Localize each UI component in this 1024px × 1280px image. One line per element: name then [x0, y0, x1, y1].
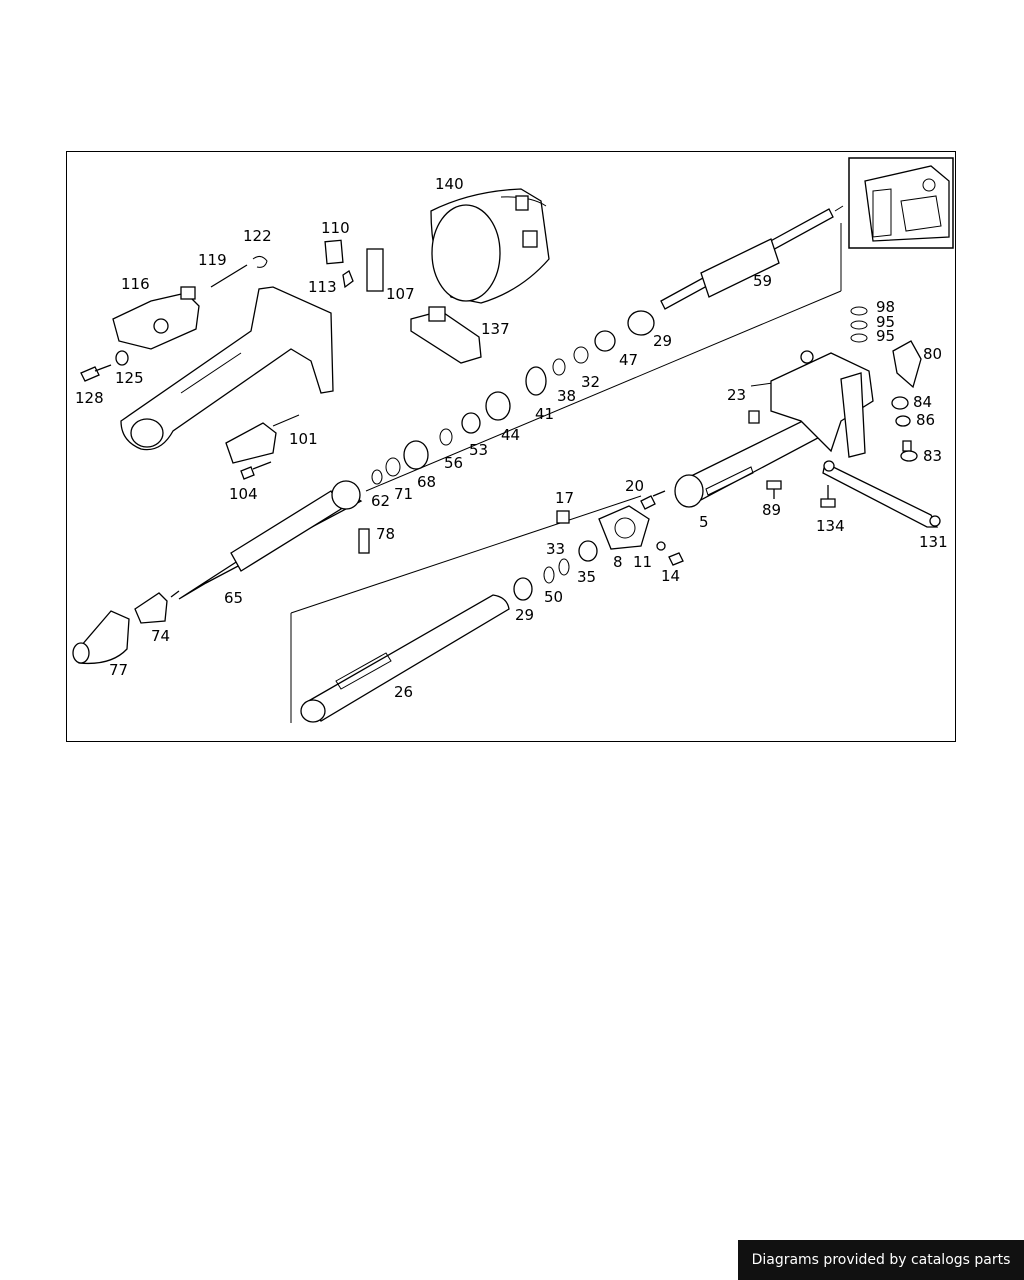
- label-104: 104: [229, 485, 258, 503]
- label-32: 32: [581, 373, 600, 391]
- part-8-flange: [556, 490, 684, 566]
- label-65: 65: [224, 589, 243, 607]
- label-116: 116: [121, 275, 150, 293]
- label-110: 110: [321, 219, 350, 237]
- label-83: 83: [923, 447, 942, 465]
- part-77-boot: [72, 610, 130, 665]
- label-78: 78: [376, 525, 395, 543]
- label-77: 77: [109, 661, 128, 679]
- label-20: 20: [625, 477, 644, 495]
- label-5: 5: [699, 513, 709, 531]
- steering-column-exploded-view: 140 110 122 119 116 113 107 137 125 128 …: [72, 157, 954, 723]
- label-101: 101: [289, 430, 318, 448]
- label-95-a: 95: [876, 313, 895, 331]
- label-74: 74: [151, 627, 170, 645]
- label-125: 125: [115, 369, 144, 387]
- label-38: 38: [557, 387, 576, 405]
- label-95-b: 95: [876, 327, 895, 345]
- part-column-body-upper: [120, 286, 334, 451]
- label-35: 35: [577, 568, 596, 586]
- credit-banner: Diagrams provided by catalogs parts: [738, 1240, 1024, 1280]
- part-131-link: [822, 460, 941, 528]
- label-29-upper: 29: [653, 332, 672, 350]
- label-89: 89: [762, 501, 781, 519]
- label-119: 119: [198, 251, 227, 269]
- lower-small-parts: [513, 540, 598, 601]
- part-74-adapter: [134, 592, 168, 624]
- screws-left: [80, 350, 300, 480]
- label-56: 56: [444, 454, 463, 472]
- label-59: 59: [753, 272, 772, 290]
- label-26: 26: [394, 683, 413, 701]
- label-68: 68: [417, 473, 436, 491]
- label-86: 86: [916, 411, 935, 429]
- part-5-lower-column: [674, 350, 874, 508]
- label-29-lower: 29: [515, 606, 534, 624]
- label-128: 128: [75, 389, 104, 407]
- small-upper-parts: [210, 239, 482, 364]
- parts-diagram-frame: 140 110 122 119 116 113 107 137 125 128 …: [66, 151, 956, 742]
- label-47: 47: [619, 351, 638, 369]
- label-8: 8: [613, 553, 623, 571]
- label-53: 53: [469, 441, 488, 459]
- label-11: 11: [633, 553, 652, 571]
- label-131: 131: [919, 533, 948, 551]
- part-26-tube: [300, 594, 510, 723]
- label-17: 17: [555, 489, 574, 507]
- label-84: 84: [913, 393, 932, 411]
- label-44: 44: [501, 426, 520, 444]
- label-14: 14: [661, 567, 680, 585]
- bearing-ring-series: [371, 310, 655, 485]
- part-59-steering-shaft: [660, 208, 834, 310]
- label-140: 140: [435, 175, 464, 193]
- label-98: 98: [876, 298, 895, 316]
- label-50: 50: [544, 588, 563, 606]
- label-113: 113: [308, 278, 337, 296]
- part-65-telescopic-shaft: [170, 480, 370, 600]
- inset-thumbnail: [848, 157, 954, 249]
- part-140-housing: [430, 188, 550, 304]
- part-116-switch-housing: [112, 286, 200, 350]
- right-fasteners: [748, 306, 922, 508]
- label-107: 107: [386, 285, 415, 303]
- label-33: 33: [546, 540, 565, 558]
- callout-labels: 140 110 122 119 116 113 107 137 125 128 …: [75, 175, 948, 701]
- label-134: 134: [816, 517, 845, 535]
- label-80: 80: [923, 345, 942, 363]
- label-71: 71: [394, 485, 413, 503]
- label-62: 62: [371, 492, 390, 510]
- label-137: 137: [481, 320, 510, 338]
- label-122: 122: [243, 227, 272, 245]
- label-23: 23: [727, 386, 746, 404]
- label-41: 41: [535, 405, 554, 423]
